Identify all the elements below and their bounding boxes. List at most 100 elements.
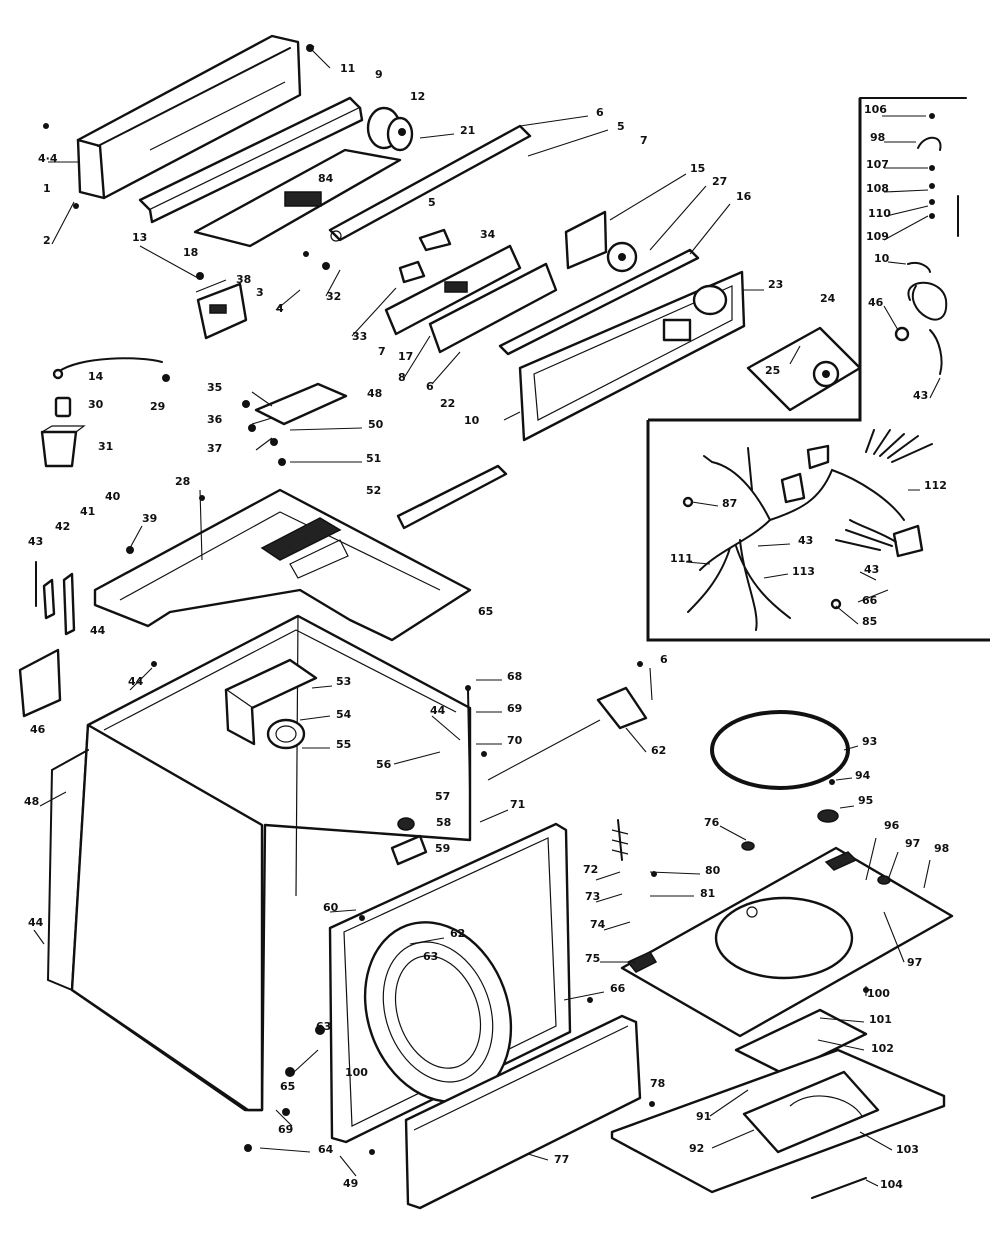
- callout-label: 44: [430, 704, 446, 717]
- front-panel-71: [328, 822, 572, 1144]
- callout-label: 103: [896, 1143, 919, 1156]
- callout-label: 44: [128, 675, 144, 688]
- cap-30: [54, 396, 72, 418]
- callout-label: 65: [280, 1080, 295, 1093]
- callout-label: 41: [80, 505, 95, 518]
- callout-label: 6: [660, 653, 668, 666]
- callout-label: 18: [183, 246, 198, 259]
- callout-label: 14: [88, 370, 104, 383]
- callout-label: 13: [132, 231, 147, 244]
- callout-label: 48: [367, 387, 382, 400]
- callout-label: 92: [689, 1142, 704, 1155]
- callout-label: 35: [207, 381, 222, 394]
- callout-label: 70: [507, 734, 523, 747]
- callout-label: 84: [318, 172, 334, 185]
- callout-label: 23: [768, 278, 783, 291]
- callout-label: 9: [375, 68, 383, 81]
- callout-label: 39: [142, 512, 157, 525]
- callout-label: 113: [792, 565, 815, 578]
- callout-label: 46: [868, 296, 884, 309]
- cabinet: [46, 614, 472, 1112]
- mounting-plate: [193, 148, 402, 248]
- inset-hose-parts: [648, 97, 967, 422]
- callout-label: 7: [640, 134, 648, 147]
- callout-label: 43: [28, 535, 43, 548]
- callout-label: 42: [55, 520, 70, 533]
- callout-label: 60: [323, 901, 339, 914]
- console-control-bar: [328, 124, 532, 242]
- callout-label: 108: [866, 182, 889, 195]
- bracket-15: [564, 210, 638, 273]
- callout-label: 6: [426, 380, 434, 393]
- lid-switch-bracket-40-43: [35, 561, 76, 636]
- callout-label: 29: [150, 400, 165, 413]
- callout-label: 31: [98, 440, 113, 453]
- callout-label: 43: [798, 534, 813, 547]
- callout-label: 43: [864, 563, 879, 576]
- callout-label: 98: [934, 842, 949, 855]
- callout-label: 10: [874, 252, 890, 265]
- callout-label: 106: [864, 103, 887, 116]
- fastener-dots: [43, 44, 869, 1155]
- callout-label: 10: [464, 414, 480, 427]
- console-rear-panel: [76, 34, 302, 200]
- callout-label: 4: [276, 302, 284, 315]
- bracket-46: [18, 648, 62, 718]
- callout-label: 44: [28, 916, 44, 929]
- gasket-55: [266, 718, 306, 750]
- control-switch-34: [398, 228, 452, 284]
- callout-label: 73: [585, 890, 600, 903]
- callout-label: 72: [583, 863, 598, 876]
- callout-label: 1: [43, 182, 51, 195]
- callout-label: 64: [318, 1143, 334, 1156]
- toe-panel-77: [404, 1014, 642, 1210]
- callout-label: 44: [90, 624, 106, 637]
- dispenser-cup-31: [40, 425, 86, 468]
- callout-label: 46: [30, 723, 46, 736]
- callout-label: 51: [366, 452, 381, 465]
- callout-label: 5: [428, 196, 436, 209]
- callout-label: 38: [236, 273, 251, 286]
- callout-label: 69: [507, 702, 522, 715]
- lid-hinge-52: [396, 464, 508, 530]
- callout-label: 95: [858, 794, 873, 807]
- top-cover-65: [93, 488, 472, 642]
- console-support-16: [498, 248, 700, 356]
- callout-label: 36: [207, 413, 223, 426]
- callout-label: 27: [712, 175, 727, 188]
- callout-label: 50: [368, 418, 384, 431]
- callout-label: 110: [868, 207, 891, 220]
- inset-wiring-harness: [646, 420, 990, 642]
- graphics-panel-17: [384, 244, 522, 336]
- callout-label: 98: [870, 131, 885, 144]
- callout-label: 25: [765, 364, 780, 377]
- callout-label: 2: [43, 234, 51, 247]
- callout-label: 17: [398, 350, 413, 363]
- leader-lines: [33, 45, 941, 1187]
- callout-label: 11: [340, 62, 355, 75]
- callout-label: 43: [913, 389, 928, 402]
- callout-label: 107: [866, 158, 889, 171]
- base-plate: [620, 841, 954, 1038]
- callout-label: 63: [316, 1020, 331, 1033]
- callout-label: 62: [450, 927, 465, 940]
- callout-label: 8: [398, 371, 406, 384]
- callout-label: 3: [256, 286, 264, 299]
- shield-101-102: [734, 1008, 868, 1076]
- door-lock-62: [596, 686, 648, 730]
- switch-bracket-38: [196, 282, 248, 340]
- callout-label: 58: [436, 816, 451, 829]
- callout-label: 101: [869, 1013, 892, 1026]
- control-panel-8: [428, 262, 558, 354]
- callout-label: 94: [855, 769, 871, 782]
- callout-label: 97: [907, 956, 922, 969]
- callout-label: 81: [700, 887, 715, 900]
- callout-label: 53: [336, 675, 351, 688]
- callout-label: 32: [326, 290, 341, 303]
- callout-label: 34: [480, 228, 496, 241]
- pulley-95: [817, 809, 839, 823]
- callout-label: 100: [867, 987, 890, 1000]
- callout-label: 96: [884, 819, 900, 832]
